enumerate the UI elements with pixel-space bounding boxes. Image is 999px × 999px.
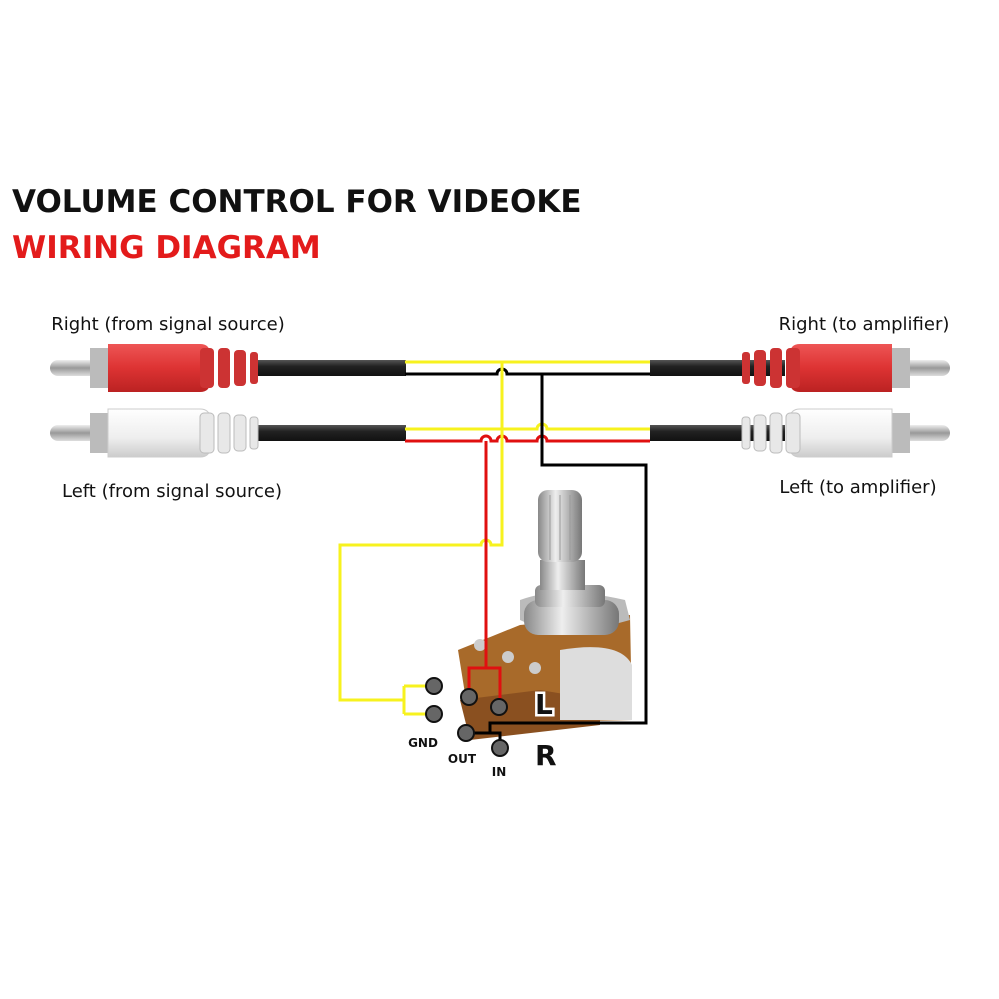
label-channel-l: L	[535, 688, 553, 721]
terminal-gnd-left	[425, 677, 443, 695]
label-right-amplifier: Right (to amplifier)	[779, 314, 950, 335]
left-source-cable	[250, 425, 406, 441]
label-channel-r: R	[535, 739, 557, 772]
label-gnd: GND	[408, 736, 438, 750]
rca-plug-white-amplifier	[741, 408, 951, 458]
label-left-source: Left (from signal source)	[62, 481, 282, 502]
right-source-cable	[250, 360, 406, 376]
terminal-out-left	[460, 688, 478, 706]
left-amp-cable	[650, 425, 785, 441]
yellow-wire-left	[405, 422, 650, 431]
label-left-amplifier: Left (to amplifier)	[779, 477, 936, 498]
terminal-in-right	[491, 739, 509, 757]
page-title: VOLUME CONTROL FOR VIDEOKE	[12, 184, 582, 220]
red-wire-left	[405, 434, 650, 443]
red-left-wire	[467, 441, 502, 707]
label-right-source: Right (from signal source)	[51, 314, 285, 335]
rca-plug-red-source	[50, 344, 258, 392]
label-out: OUT	[448, 752, 477, 766]
black-wire-right	[405, 367, 650, 376]
right-amp-cable	[650, 360, 785, 376]
terminal-out-right	[457, 724, 475, 742]
terminal-in-left	[490, 698, 508, 716]
terminal-gnd-right	[425, 705, 443, 723]
rca-plug-white-source	[49, 408, 259, 458]
wires	[338, 360, 650, 748]
page-subtitle: WIRING DIAGRAM	[12, 230, 321, 266]
rca-plug-red-amplifier	[742, 344, 950, 392]
label-in: IN	[492, 765, 507, 779]
